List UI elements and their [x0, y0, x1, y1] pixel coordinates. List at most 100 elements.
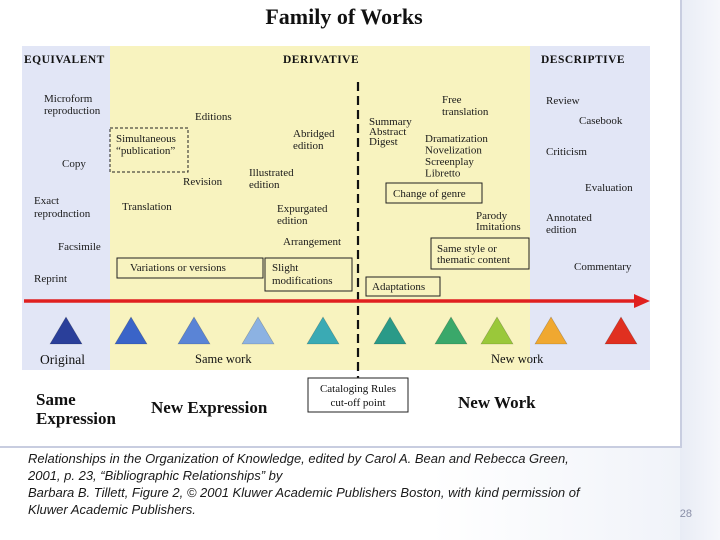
figure-edge: [680, 0, 682, 448]
caption-line: Relationships in the Organization of Kno…: [28, 451, 569, 466]
work-triangle: [373, 316, 407, 345]
caption-line: 2001, p. 23, “Bibliographic Relationship…: [28, 468, 283, 483]
new-work-label: New Work: [458, 393, 536, 412]
label-commentary: Commentary: [574, 261, 632, 273]
label-text: Simultaneous: [116, 133, 176, 145]
descriptive-region: [530, 46, 650, 370]
work-triangle: [306, 316, 340, 345]
label-text: Review: [546, 95, 580, 107]
label-text: Criticism: [546, 146, 587, 158]
slide-right-band: [680, 0, 720, 540]
label-text: Expurgated: [277, 203, 328, 215]
label-text: Translation: [122, 201, 172, 213]
label-text: Summary: [369, 116, 412, 128]
continuum-arrow: [24, 294, 650, 308]
label-text: Arrangement: [283, 236, 341, 248]
label-text: reproduction: [44, 105, 101, 117]
label-evaluation: Evaluation: [585, 182, 633, 194]
label-copy: Copy: [62, 158, 86, 170]
same-expression-label: Same: [36, 390, 76, 409]
label-review: Review: [546, 95, 580, 107]
label-text: translation: [442, 106, 489, 118]
figure-title: Family of Works: [265, 4, 423, 29]
label-adaptations: Adaptations: [365, 276, 441, 297]
work-triangle: [604, 316, 638, 345]
work-triangle: [241, 316, 275, 345]
work-triangle: [177, 316, 211, 345]
label-text: Revision: [183, 176, 223, 188]
label-reprint: Reprint: [34, 273, 67, 285]
label-text: Commentary: [574, 261, 632, 273]
label-text: Abstract: [369, 126, 406, 138]
label-change-genre: Change of genre: [385, 182, 483, 204]
label-editions: Editions: [195, 111, 232, 123]
work-continuum-triangles: [49, 316, 638, 345]
label-text: Change of genre: [393, 188, 466, 200]
label-text: Libretto: [425, 168, 461, 180]
label-text: Reprint: [34, 273, 67, 285]
work-triangle: [534, 316, 568, 345]
label-text: edition: [249, 179, 280, 191]
label-text: Screenplay: [425, 156, 474, 168]
label-simultaneous: Simultaneous“publication”: [109, 127, 189, 173]
label-box: [430, 237, 530, 270]
equivalent-header: EQUIVALENT: [24, 54, 105, 66]
label-text: Evaluation: [585, 182, 633, 194]
caption-line: Kluwer Academic Publishers.: [28, 502, 196, 517]
work-triangle: [480, 316, 514, 345]
label-box: [385, 182, 483, 204]
label-text: Dramatization: [425, 133, 488, 145]
label-text: Same style or: [437, 243, 497, 255]
label-text: edition: [277, 215, 308, 227]
label-text: Casebook: [579, 115, 623, 127]
label-box: [365, 276, 441, 297]
label-text: edition: [293, 140, 324, 152]
new-expression-label: New Expression: [151, 398, 268, 417]
label-text: Abridged: [293, 128, 335, 140]
label-box: [109, 127, 189, 173]
label-text: Parody: [476, 210, 508, 222]
label-text: reprodnction: [34, 208, 91, 220]
label-text: Novelization: [425, 145, 482, 157]
label-text: edition: [546, 224, 577, 236]
label-text: thematic content: [437, 254, 510, 266]
label-box: [264, 257, 353, 292]
label-text: Exact: [34, 195, 59, 207]
label-text: Microform: [44, 93, 93, 105]
label-revision: Revision: [183, 176, 223, 188]
label-text: Copy: [62, 158, 86, 170]
label-casebook: Casebook: [579, 115, 623, 127]
same-expression-label: Expression: [36, 409, 117, 428]
label-text: modifications: [272, 275, 333, 287]
family-of-works-figure: Family of Works EQUIVALENT DERIVATIVE DE…: [0, 0, 682, 448]
work-triangle: [114, 316, 148, 345]
label-text: Adaptations: [372, 281, 425, 293]
label-facsimile: Facsimile: [58, 241, 101, 253]
label-text: Variations or versions: [130, 262, 226, 274]
slide-number: 28: [679, 508, 692, 520]
new-work-small-label: New work: [491, 352, 544, 366]
label-text: Illustrated: [249, 167, 294, 179]
cutoff-box: [307, 377, 409, 413]
equivalent-region: [22, 46, 110, 370]
work-triangle: [49, 316, 83, 345]
label-text: “publication”: [116, 145, 175, 157]
label-arrangement: Arrangement: [283, 236, 341, 248]
derivative-region: [110, 46, 530, 370]
label-translation: Translation: [122, 201, 172, 213]
caption-line: Barbara B. Tillett, Figure 2, © 2001 Klu…: [28, 485, 580, 500]
label-criticism: Criticism: [546, 146, 587, 158]
figure-bottom-edge: [0, 446, 682, 448]
same-work-label: Same work: [195, 352, 252, 366]
